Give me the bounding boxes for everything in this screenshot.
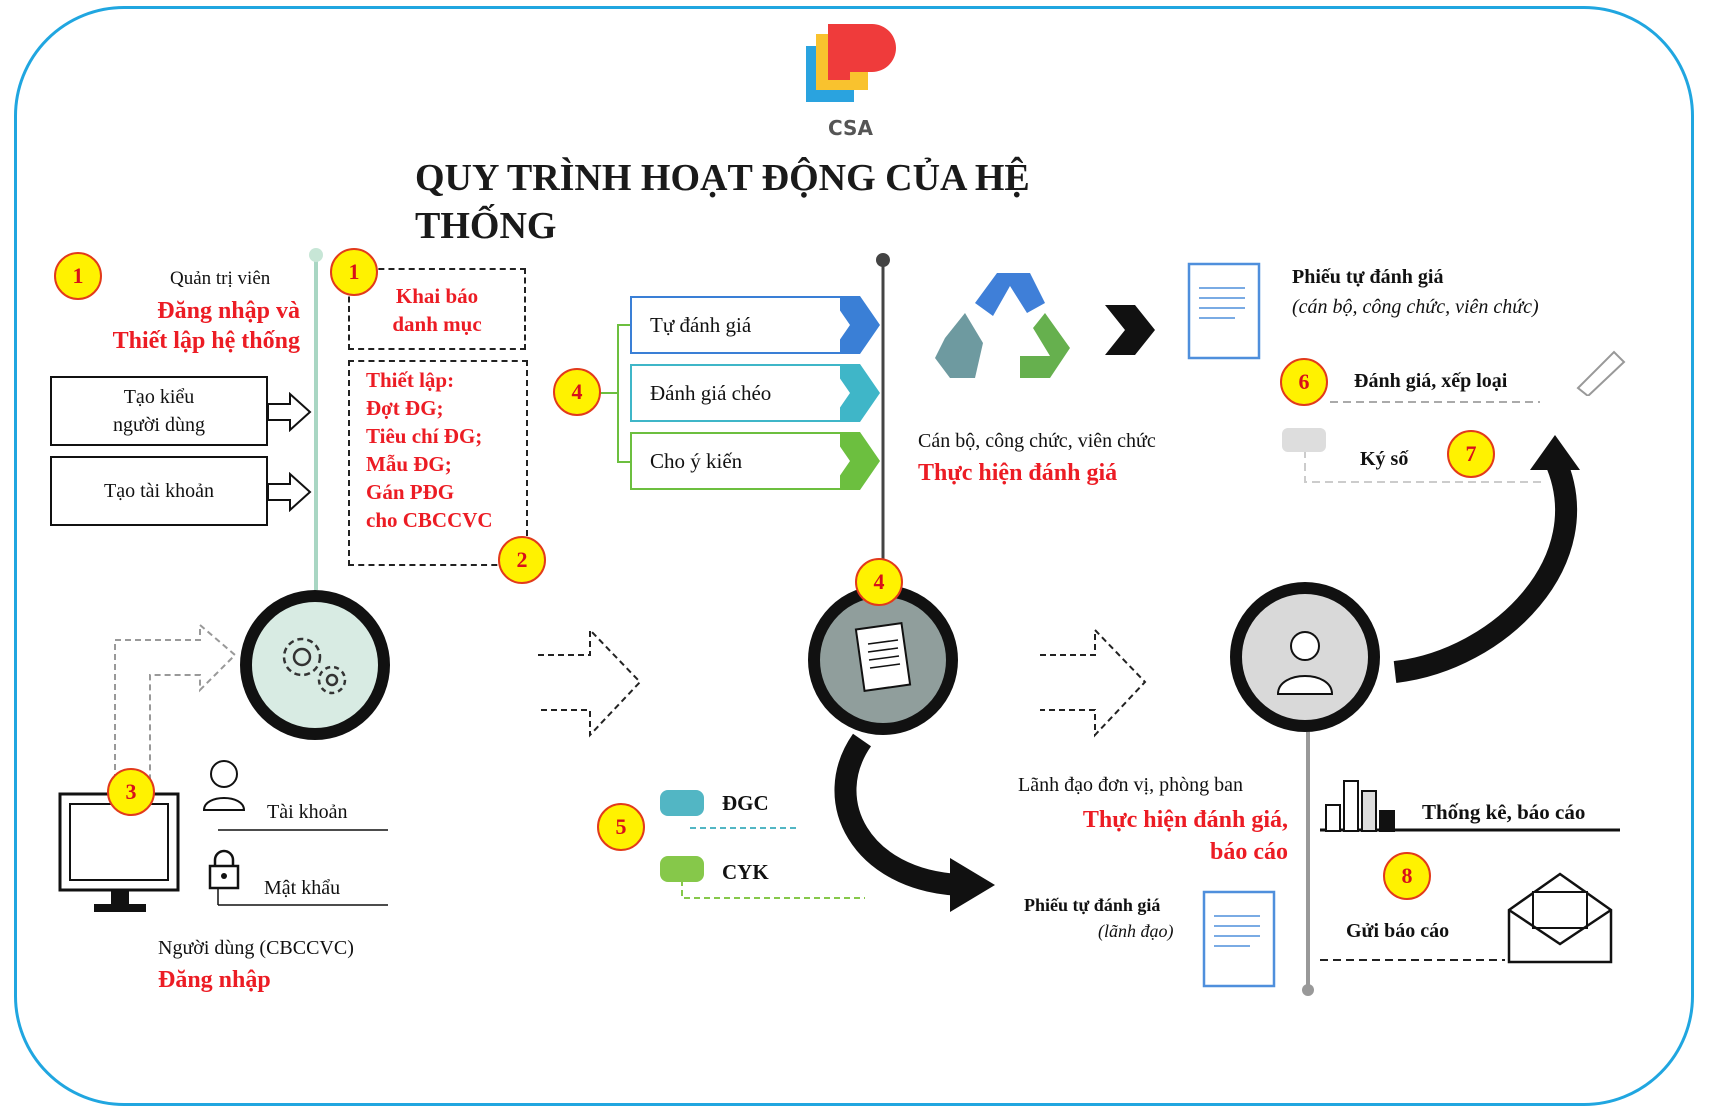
logo-text: CSA [828,116,873,140]
recycle-icon [935,273,1070,378]
feedback-pill-dgc [660,790,704,816]
admin-action: Đăng nhập và Thiết lập hệ thống [60,296,300,356]
setup-line: Đợt ĐG; [366,396,444,420]
eval-type-opinion: Cho ý kiến [630,432,840,490]
arrow-right-icon [267,392,312,432]
create-user-type-box: Tạo kiểu người dùng [50,376,268,446]
person-icon [1276,631,1334,695]
setup-label: Thiết lập: Đợt ĐG; Tiêu chí ĐG; Mẫu ĐG; … [366,366,493,534]
catalog-label: Khai báo danh mục [348,282,526,338]
title-line-2: THỐNG [415,205,557,247]
grading-label: Đánh giá, xếp loại [1354,370,1508,392]
leader-action-line-2: báo cáo [1210,839,1288,865]
step-badge-8: 8 [1383,852,1431,900]
leader-form-title: Phiếu tự đánh giá [1024,895,1161,915]
form-document-icon [1187,262,1261,360]
setup-line: Thiết lập: [366,368,455,392]
catalog-line-2: danh mục [392,312,482,336]
step-badge-1-admin: 1 [54,252,102,300]
create-account-box: Tạo tài khoản [50,456,268,526]
send-report-label: Gửi báo cáo [1346,920,1450,942]
step-badge-4-types: 4 [553,368,601,416]
leader-action: Thực hiện đánh giá, báo cáo [1018,804,1288,868]
step-badge-5: 5 [597,803,645,851]
sign-pill-icon [1282,428,1326,452]
user-action: Đăng nhập [158,967,271,993]
admin-role: Quản trị viên [170,268,271,289]
password-label: Mật khẩu [264,877,341,899]
setup-line: Mẫu ĐG; [366,452,452,476]
setup-line: cho CBCCVC [366,508,493,532]
step-badge-7: 7 [1447,430,1495,478]
envelope-icon [1507,872,1613,964]
pencil-icon [1576,350,1626,396]
admin-action-line-1: Đăng nhập và [157,298,300,324]
leader-action-line-1: Thực hiện đánh giá, [1082,807,1288,833]
staff-role: Cán bộ, công chức, viên chức [918,430,1156,452]
feedback-dgc-label: ĐGC [722,791,769,815]
catalog-line-1: Khai báo [395,284,479,308]
user-role: Người dùng (CBCCVC) [158,937,354,959]
stats-label: Thống kê, báo cáo [1422,800,1586,824]
leader-form-document-icon [1202,890,1276,988]
step-badge-2: 2 [498,536,546,584]
setup-line: Tiêu chí ĐG; [366,424,483,448]
catalog-box [348,268,526,350]
connector-lines [114,248,1620,996]
step-badge-3: 3 [107,768,155,816]
admin-action-line-2: Thiết lập hệ thống [112,328,300,354]
create-user-type-line-1: Tạo kiểu [123,386,195,408]
step-badge-1-catalog: 1 [330,248,378,296]
eval-type-cross: Đánh giá chéo [630,364,840,422]
step-badge-4-center: 4 [855,558,903,606]
leader-form-subtitle: (lãnh đạo) [1098,921,1174,941]
leader-role: Lãnh đạo đơn vị, phòng ban [1018,774,1243,796]
eval-type-self: Tự đánh giá [630,296,840,354]
step-badge-6: 6 [1280,358,1328,406]
notepad-icon [854,621,912,693]
arrow-right-icon [267,472,312,512]
staff-action: Thực hiện đánh giá [918,460,1118,486]
setup-line: Gán PĐG [366,480,455,504]
feedback-pill-cyk [660,856,704,882]
user-avatar-icon [202,760,246,811]
gears-icon [282,637,347,695]
csa-logo: CSA [800,20,900,140]
lock-icon [208,849,240,890]
page-title: QUY TRÌNH HOẠT ĐỘNG CỦA HỆ THỐNG [415,154,1030,250]
title-line-1: QUY TRÌNH HOẠT ĐỘNG CỦA HỆ [415,157,1030,199]
setup-box [348,360,528,566]
create-user-type-line-2: người dùng [113,414,205,436]
signing-label: Ký số [1360,448,1409,470]
self-form-title: Phiếu tự đánh giá [1292,266,1444,288]
bar-chart-icon [1325,780,1395,832]
self-form-subtitle: (cán bộ, công chức, viên chức) [1292,296,1539,318]
account-label: Tài khoản [267,801,348,823]
feedback-cyk-label: CYK [722,860,769,884]
